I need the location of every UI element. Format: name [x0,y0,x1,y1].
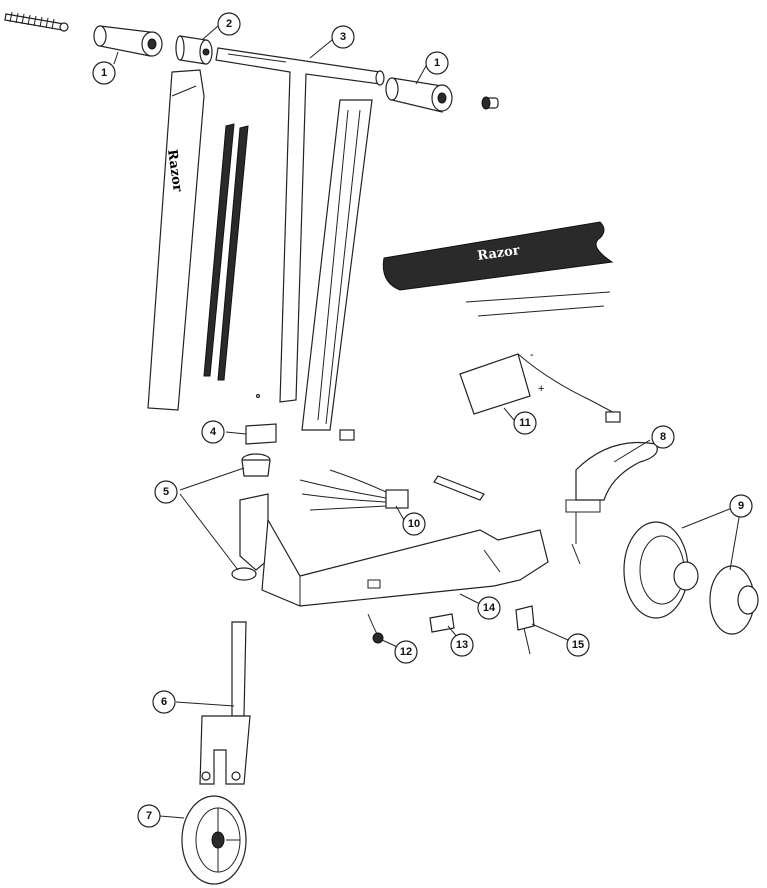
callout-13: 13 [450,633,474,657]
stem-rails [203,123,249,381]
battery-plus-label: + [538,383,544,395]
brand-logo-deck: Razor [476,243,520,264]
bracket-part [245,423,277,445]
stem-cover-left: Razor [147,69,205,411]
svg-text:7: 7 [146,810,152,822]
brake-sensor [515,605,535,655]
svg-text:5: 5 [163,486,169,498]
link-bracket [433,475,485,501]
deck-plate: Razor [382,221,614,317]
rear-wheel-motor [623,521,699,619]
end-cap-part [481,96,499,110]
callout-4: 4 [201,420,225,444]
clamp-collar-part [175,35,213,65]
bearing-cup-top [241,453,271,477]
front-fork [199,621,251,785]
handle-grip-left [93,25,163,57]
svg-text:13: 13 [456,639,468,651]
callout-12: 12 [394,640,418,664]
handle-grip-right [385,77,453,113]
brand-logo-stem: Razor [164,148,185,192]
wiring-harness [299,429,409,511]
svg-text:14: 14 [483,602,496,614]
leader-lines [113,25,741,819]
svg-text:8: 8 [660,431,666,443]
battery-pack: - + [459,349,621,423]
t-bar-handlebar [215,47,385,403]
svg-text:11: 11 [519,417,531,429]
svg-text:2: 2 [226,18,232,30]
callout-11: 11 [513,411,537,435]
rear-fender [565,441,658,565]
front-wheel [181,795,247,885]
callout-1b: 1 [425,51,449,75]
callout-8: 8 [651,425,675,449]
callout-5: 5 [154,480,178,504]
bearing-cup-bottom [231,567,257,581]
threaded-rod-part [4,11,69,32]
callout-9: 9 [729,494,753,518]
callout-6: 6 [152,690,176,714]
svg-text:1: 1 [101,67,107,79]
svg-text:4: 4 [210,426,217,438]
svg-text:12: 12 [400,646,412,658]
stem-frame-right [301,99,373,431]
callout-10: 10 [402,512,426,536]
svg-text:9: 9 [738,500,744,512]
svg-text:15: 15 [572,639,584,651]
callout-7: 7 [137,804,161,828]
rear-brake-disc [709,565,759,635]
power-switch [429,613,455,633]
svg-text:10: 10 [408,518,420,530]
charger-port [367,613,384,644]
callout-3: 3 [331,25,355,49]
svg-text:3: 3 [340,31,346,43]
callout-14: 14 [477,596,501,620]
callout-2: 2 [217,12,241,36]
battery-minus-label: - [530,349,534,361]
scooter-frame [239,493,549,607]
svg-text:1: 1 [434,57,440,69]
svg-text:6: 6 [161,696,167,708]
callout-15: 15 [566,633,590,657]
callout-1a: 1 [92,61,116,85]
